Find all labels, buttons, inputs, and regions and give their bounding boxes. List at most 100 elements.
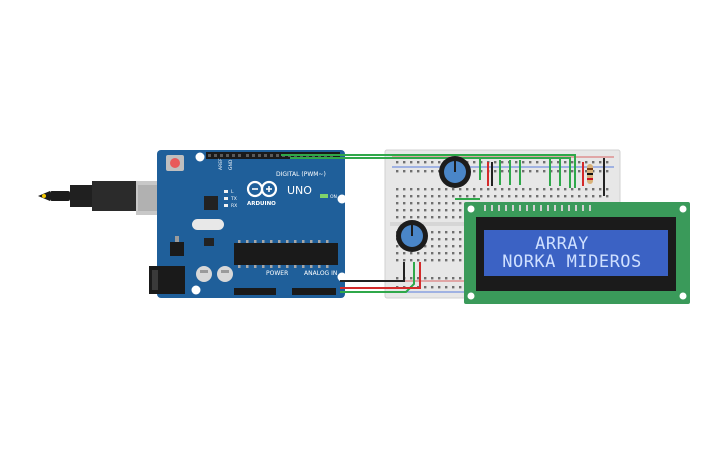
breadboard-hole xyxy=(543,188,546,191)
power-header xyxy=(234,288,276,295)
breadboard-hole xyxy=(487,188,490,191)
breadboard-hole xyxy=(410,195,413,198)
breadboard-hole xyxy=(417,209,420,212)
breadboard-hole xyxy=(417,202,420,205)
resistor-icon xyxy=(587,164,593,184)
breadboard-hole xyxy=(417,252,420,255)
breadboard-hole xyxy=(396,209,399,212)
breadboard-hole xyxy=(445,195,448,198)
breadboard-hole xyxy=(445,209,448,212)
breadboard-hole xyxy=(410,202,413,205)
atmega-chip xyxy=(234,243,338,265)
breadboard-hole xyxy=(473,188,476,191)
breadboard-hole xyxy=(578,195,581,198)
lcd-module[interactable]: ARRAY NORKA MIDEROS xyxy=(464,202,690,304)
breadboard-hole xyxy=(529,170,532,173)
analog-label: ANALOG IN xyxy=(304,270,337,277)
breadboard-hole xyxy=(459,188,462,191)
breadboard-hole xyxy=(431,195,434,198)
breadboard-hole xyxy=(438,245,441,248)
breadboard-hole xyxy=(571,170,574,173)
breadboard-hole xyxy=(396,188,399,191)
breadboard-hole xyxy=(599,188,602,191)
breadboard-hole xyxy=(438,277,441,280)
breadboard-hole xyxy=(599,195,602,198)
breadboard-hole xyxy=(424,170,427,173)
breadboard-hole xyxy=(494,170,497,173)
breadboard-hole xyxy=(578,170,581,173)
breadboard-hole xyxy=(445,252,448,255)
breadboard-hole xyxy=(403,202,406,205)
breadboard-hole xyxy=(466,188,469,191)
breadboard-hole xyxy=(431,209,434,212)
breadboard-hole xyxy=(438,202,441,205)
breadboard-hole xyxy=(452,238,455,241)
breadboard-hole xyxy=(515,195,518,198)
breadboard-hole xyxy=(606,170,609,173)
breadboard-hole xyxy=(410,170,413,173)
breadboard-hole xyxy=(459,286,462,289)
aref-label: AREF xyxy=(218,158,224,170)
breadboard-hole xyxy=(452,245,455,248)
breadboard-hole xyxy=(438,259,441,262)
breadboard-hole xyxy=(452,195,455,198)
breadboard-hole xyxy=(431,231,434,234)
breadboard-hole xyxy=(515,161,518,164)
breadboard-hole xyxy=(459,259,462,262)
breadboard-hole xyxy=(438,188,441,191)
breadboard-hole xyxy=(431,238,434,241)
breadboard-hole xyxy=(459,231,462,234)
breadboard-hole xyxy=(431,188,434,191)
arduino-uno-board[interactable]: AREF GND DIGITAL (PWM~) UNO ARDUINO L TX… xyxy=(149,150,347,298)
breadboard-hole xyxy=(438,195,441,198)
breadboard-hole xyxy=(452,216,455,219)
breadboard-hole xyxy=(452,277,455,280)
breadboard-hole xyxy=(410,188,413,191)
breadboard-hole xyxy=(452,286,455,289)
breadboard-hole xyxy=(557,170,560,173)
breadboard-hole xyxy=(564,195,567,198)
breadboard-hole xyxy=(424,209,427,212)
breadboard-hole xyxy=(494,161,497,164)
potentiometer-icon[interactable] xyxy=(396,220,428,252)
breadboard-hole xyxy=(424,245,427,248)
breadboard-hole xyxy=(403,188,406,191)
breadboard-hole xyxy=(424,195,427,198)
breadboard-hole xyxy=(410,277,413,280)
breadboard-hole xyxy=(599,161,602,164)
breadboard-hole xyxy=(480,170,483,173)
breadboard-hole xyxy=(417,195,420,198)
breadboard-hole xyxy=(417,259,420,262)
breadboard-hole xyxy=(529,195,532,198)
breadboard-hole xyxy=(522,195,525,198)
breadboard-hole xyxy=(438,161,441,164)
breadboard-hole xyxy=(494,188,497,191)
breadboard-hole xyxy=(431,170,434,173)
breadboard-hole xyxy=(424,252,427,255)
breadboard-hole xyxy=(564,170,567,173)
breadboard-hole xyxy=(424,216,427,219)
breadboard-hole xyxy=(445,286,448,289)
lcd-line-2: NORKA MIDEROS xyxy=(502,252,642,272)
breadboard-hole xyxy=(501,170,504,173)
lcd-screen xyxy=(484,230,668,276)
breadboard-hole xyxy=(592,195,595,198)
breadboard-hole xyxy=(459,216,462,219)
breadboard-hole xyxy=(396,216,399,219)
breadboard-hole xyxy=(417,170,420,173)
breadboard-hole xyxy=(403,195,406,198)
tx-label: TX xyxy=(230,196,237,202)
on-label: ON xyxy=(330,194,337,200)
breadboard-hole xyxy=(515,170,518,173)
breadboard-hole xyxy=(445,231,448,234)
breadboard-hole xyxy=(403,216,406,219)
breadboard-hole xyxy=(396,277,399,280)
breadboard-hole xyxy=(466,195,469,198)
breadboard-hole xyxy=(403,259,406,262)
breadboard-hole xyxy=(592,161,595,164)
lcd-line-1: ARRAY xyxy=(535,234,589,254)
potentiometer-icon[interactable] xyxy=(439,156,471,188)
breadboard-hole xyxy=(403,209,406,212)
breadboard-hole xyxy=(459,277,462,280)
